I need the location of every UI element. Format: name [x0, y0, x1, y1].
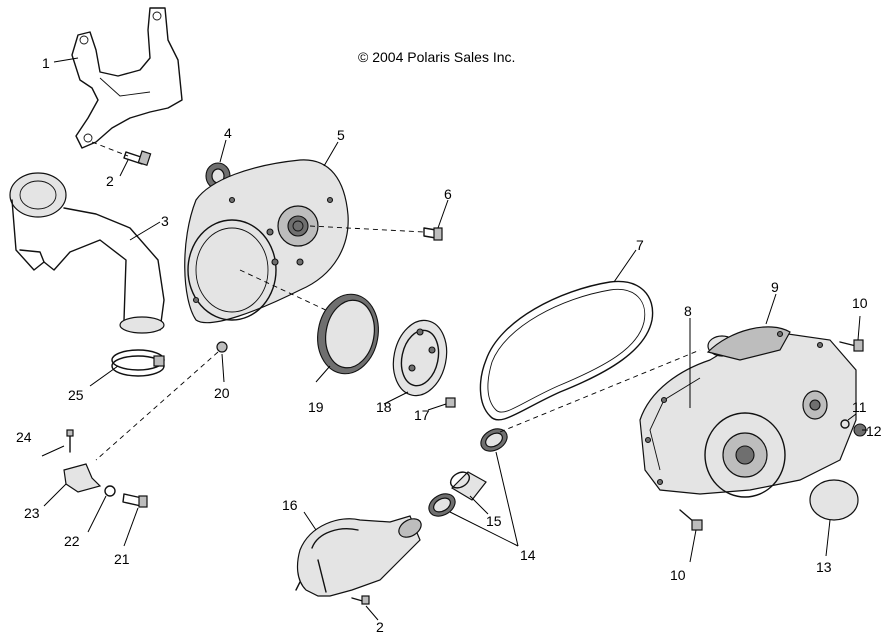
callout-2-upper: 2	[106, 173, 114, 189]
callout-20: 20	[214, 385, 230, 401]
callout-9: 9	[771, 279, 779, 295]
part-10-screw-lower	[679, 509, 703, 531]
callout-10-lower: 10	[670, 567, 686, 583]
callout-21: 21	[114, 551, 130, 567]
callout-16: 16	[282, 497, 298, 513]
callout-8: 8	[684, 303, 692, 319]
callout-3: 3	[161, 213, 169, 229]
callout-17: 17	[414, 407, 430, 423]
part-15-sleeve	[449, 471, 487, 501]
callout-19: 19	[308, 399, 324, 415]
part-18-plate	[392, 319, 448, 397]
part-14-clamps	[428, 428, 508, 517]
part-23-bracket	[63, 463, 102, 493]
copyright-text: © 2004 Polaris Sales Inc.	[358, 49, 515, 65]
part-1-bracket	[71, 7, 183, 149]
callout-7: 7	[636, 237, 644, 253]
part-3-intake-duct	[9, 172, 165, 334]
part-2-bolt-upper	[91, 141, 152, 167]
callout-1: 1	[42, 55, 50, 71]
part-16-outlet-duct	[295, 515, 422, 597]
callout-labels: 1 2 2 3 4 5 6 7 8 9 10 10 11 12 13 14 15…	[16, 55, 882, 635]
callout-13: 13	[816, 559, 832, 575]
part-2-screw-lower	[351, 595, 370, 605]
callout-15: 15	[486, 513, 502, 529]
part-11-washer	[840, 419, 850, 429]
callout-2-lower: 2	[376, 619, 384, 632]
part-7-drive-belt	[479, 280, 654, 421]
part-21-bolt	[122, 493, 148, 508]
assembly-line	[499, 349, 701, 433]
part-13-gasket	[809, 479, 859, 521]
callout-4: 4	[224, 125, 232, 141]
part-20-fastener	[95, 341, 228, 461]
callout-10-upper: 10	[852, 295, 868, 311]
callout-5: 5	[337, 127, 345, 143]
part-5-inner-cover	[184, 159, 349, 324]
callout-12: 12	[866, 423, 882, 439]
part-25-clamp	[111, 349, 165, 377]
part-19-seal-ring	[239, 269, 379, 375]
callout-24: 24	[16, 429, 32, 445]
part-10-screw-upper	[839, 339, 864, 352]
callout-22: 22	[64, 533, 80, 549]
callout-25: 25	[68, 387, 84, 403]
callout-6: 6	[444, 186, 452, 202]
callout-18: 18	[376, 399, 392, 415]
part-9-outer-cover	[639, 326, 857, 498]
part-22-washer	[104, 485, 116, 497]
leader-lines	[41, 57, 868, 621]
part-24-pin	[66, 429, 74, 453]
part-17-screw	[445, 397, 456, 408]
callout-14: 14	[520, 547, 536, 563]
callout-23: 23	[24, 505, 40, 521]
callout-11: 11	[852, 399, 867, 415]
